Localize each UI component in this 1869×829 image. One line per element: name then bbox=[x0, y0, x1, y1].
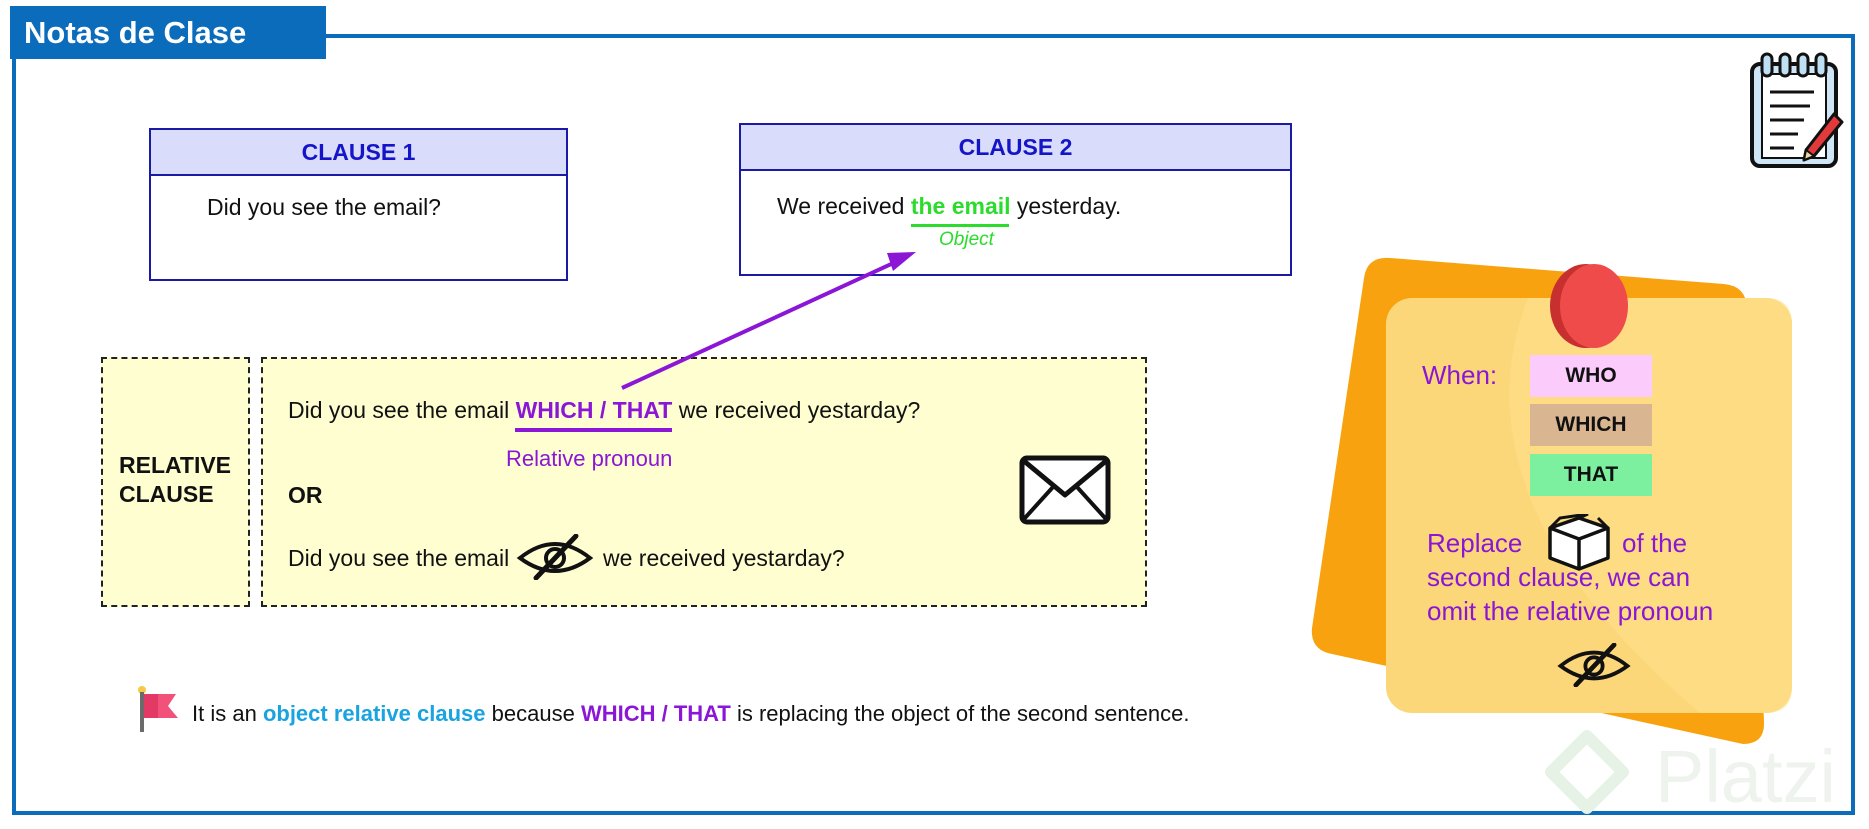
eye-slash-icon bbox=[1557, 643, 1631, 687]
clause-2-before: We received bbox=[777, 193, 905, 219]
note-part-1: It is an bbox=[192, 701, 257, 726]
note-part-2: because bbox=[491, 701, 575, 726]
relative-pronoun-label: Relative pronoun bbox=[506, 446, 673, 471]
box-icon bbox=[1548, 514, 1610, 571]
relative-label-line-1: RELATIVE bbox=[119, 452, 232, 478]
pronoun-which: WHICH bbox=[1530, 404, 1652, 446]
sticky-replace-rest: of the bbox=[1622, 528, 1688, 558]
object-underline bbox=[911, 224, 1009, 227]
relative-sentence-2-after: we received yestarday? bbox=[603, 545, 845, 571]
flag-icon bbox=[138, 686, 178, 732]
pin-icon bbox=[1550, 264, 1628, 348]
page-title: Notas de Clase bbox=[10, 6, 326, 59]
notepad-icon bbox=[1750, 52, 1844, 168]
note-highlight-object-relative-clause: object relative clause bbox=[262, 701, 486, 726]
note-part-3: is replacing the object of the second se… bbox=[736, 701, 1190, 726]
relative-sentence-1: Did you see the email WHICH / THAT we re… bbox=[288, 397, 920, 424]
clause-2-heading: CLAUSE 2 bbox=[741, 125, 1290, 171]
explanation-note: It is an object relative clause because … bbox=[192, 700, 1202, 728]
clause-2-object: the email bbox=[910, 193, 1011, 219]
sticky-line-2: second clause, we can bbox=[1427, 562, 1691, 592]
pronoun-that: THAT bbox=[1530, 454, 1652, 496]
relative-pronoun-underline bbox=[515, 428, 672, 432]
envelope-icon bbox=[1019, 455, 1111, 525]
sentence-1-before: Did you see the email bbox=[288, 397, 510, 423]
watermark-text: Platzi bbox=[1655, 735, 1836, 818]
sentence-1-after: we received yestarday? bbox=[678, 397, 921, 423]
clause-2-after: yesterday. bbox=[1016, 193, 1122, 219]
eye-slash-icon bbox=[516, 534, 594, 580]
clause-2-card: CLAUSE 2 We received the email yesterday… bbox=[739, 123, 1292, 276]
clause-1-heading: CLAUSE 1 bbox=[151, 130, 566, 176]
note-highlight-pronoun: WHICH / THAT bbox=[580, 701, 731, 726]
relative-clause-examples-box bbox=[261, 357, 1147, 607]
sticky-when-label: When: bbox=[1422, 360, 1498, 390]
object-label: Object bbox=[939, 229, 994, 250]
page-frame bbox=[12, 34, 1855, 815]
relative-clause-label: RELATIVE CLAUSE bbox=[119, 451, 231, 509]
sticky-replace-word: Replace bbox=[1427, 528, 1523, 558]
or-label: OR bbox=[288, 482, 323, 508]
sticky-line-3: omit the relative pronoun bbox=[1427, 596, 1714, 626]
platzi-logo-icon bbox=[1545, 730, 1629, 814]
clause-2-sentence: We received the email yesterday. bbox=[777, 193, 1121, 220]
relative-label-line-2: CLAUSE bbox=[119, 481, 214, 507]
relative-sentence-2-before: Did you see the email bbox=[288, 545, 510, 571]
relative-pronoun-highlight: WHICH / THAT bbox=[515, 397, 673, 423]
clause-1-sentence: Did you see the email? bbox=[207, 194, 441, 220]
clause-1-card: CLAUSE 1 Did you see the email? bbox=[149, 128, 568, 281]
pronoun-who: WHO bbox=[1530, 355, 1652, 397]
relative-clause-label-box bbox=[101, 357, 250, 607]
